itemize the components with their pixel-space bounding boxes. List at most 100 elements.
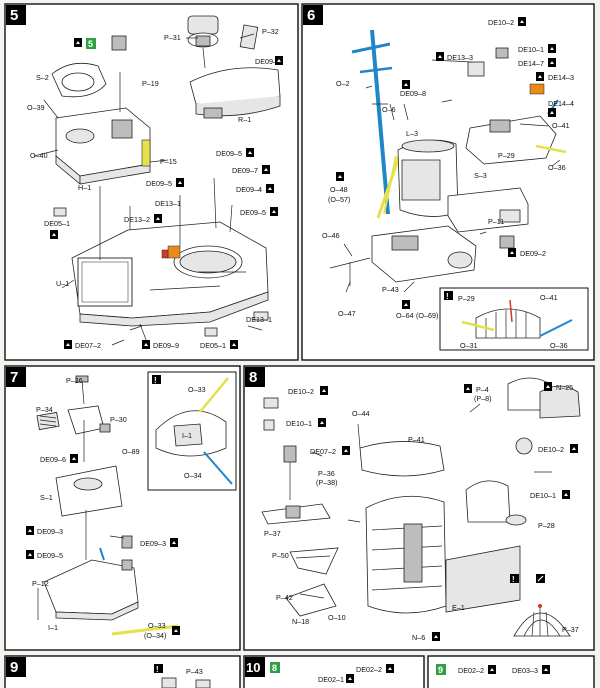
- label-s2: S–2: [36, 73, 49, 82]
- label-o47: O–47: [338, 309, 356, 318]
- label-l3: L–3: [406, 129, 418, 138]
- label-de093: DE09–3: [37, 527, 63, 536]
- label-o48: O–48: [330, 185, 348, 194]
- boat-part: [261, 397, 361, 617]
- step-9-panel: 9 ! P–43: [4, 655, 241, 688]
- label-p38: (P–38): [316, 478, 338, 487]
- label-de102: DE10–2: [288, 387, 314, 396]
- inset-detail: ! O–33 I–1 O–34: [147, 371, 237, 491]
- house-part: [447, 187, 529, 233]
- label-p4: P–4: [476, 385, 489, 394]
- sub-step-badge: 9: [438, 665, 443, 675]
- label-p30: P–30: [110, 415, 127, 424]
- label-de132: DE13–2: [124, 215, 150, 224]
- label-n6: N–6: [412, 633, 425, 642]
- label-o2: O–2: [336, 79, 350, 88]
- label-de133: DE13–3: [447, 53, 473, 62]
- base-part: [329, 225, 515, 286]
- label-h1: H–1: [78, 183, 91, 192]
- label-i1: I–1: [182, 431, 192, 440]
- step-number: 8: [249, 369, 257, 386]
- small-part: [204, 327, 218, 337]
- label-o31: O–31: [460, 341, 478, 350]
- label-p41: P–41: [408, 435, 425, 444]
- step-11-panel: 9 DE02–2 DE03–3: [427, 655, 595, 688]
- exclamation-icon: !: [446, 292, 449, 301]
- funnel-part: [359, 441, 521, 614]
- step-6-panel: 6: [301, 3, 595, 361]
- label-o41: O–41: [540, 293, 558, 302]
- deck-box-part: [55, 35, 151, 185]
- label-de096: DE09–6: [255, 57, 281, 66]
- label-p29: P–29: [498, 151, 515, 160]
- label-de143: DE14–3: [548, 73, 574, 82]
- label-o64: O–64: [396, 311, 414, 320]
- step-7-panel: 7 P–26 P–34 P–30 DE09–6 O–89 S–1: [4, 365, 241, 651]
- label-p37: P–37: [264, 529, 281, 538]
- deck-part: [37, 465, 179, 636]
- ring-part: [51, 62, 107, 98]
- inset-detail: ! P–29 O–41 O–31 O–36: [439, 287, 589, 351]
- label-p31: P–31: [164, 33, 181, 42]
- small-part: [53, 207, 67, 217]
- label-s3: S–3: [474, 171, 487, 180]
- label-de131: DE13–1: [246, 315, 272, 324]
- label-p42: P–42: [276, 593, 293, 602]
- svg-text:5: 5: [88, 39, 93, 49]
- step-number: 7: [10, 369, 18, 386]
- platform-part: [189, 67, 281, 119]
- label-o36: O–36: [548, 163, 566, 172]
- label-de072: DE07–2: [310, 447, 336, 456]
- plate-part: [239, 24, 259, 50]
- label-o46: O–46: [322, 231, 340, 240]
- label-de095: DE09–5: [37, 551, 63, 560]
- label-p50: P–50: [272, 551, 289, 560]
- turret-part: [187, 15, 219, 69]
- label-de097: DE09–7: [232, 166, 258, 175]
- step-number: 10: [246, 660, 260, 675]
- label-n18: N–18: [292, 617, 309, 626]
- radar-part: [467, 47, 509, 77]
- step-number-badge: [6, 5, 26, 25]
- label-de095: DE09–5: [216, 149, 242, 158]
- exclamation-icon: !: [512, 575, 515, 584]
- label-de092: DE09–2: [520, 249, 546, 258]
- label-de096: DE09–6: [40, 455, 66, 464]
- label-de093: DE09–3: [140, 539, 166, 548]
- label-o89: O–89: [122, 447, 140, 456]
- label-p43: P–43: [186, 667, 203, 676]
- exclamation-icon: !: [154, 376, 157, 385]
- sub-step-badge: 5: [74, 38, 96, 49]
- label-o69: (O–69): [416, 311, 438, 320]
- label-o36: O–36: [550, 341, 568, 350]
- step-number: 6: [307, 7, 315, 24]
- label-de051: DE05–1: [200, 341, 226, 350]
- label-p15: P–15: [160, 157, 177, 166]
- label-u1: U–1: [56, 279, 69, 288]
- exclamation-icon: !: [156, 665, 159, 674]
- label-p19: P–19: [142, 79, 159, 88]
- label-p11: P–11: [488, 217, 504, 226]
- label-de147: DE14–7: [518, 59, 544, 68]
- step-10-panel: 10 8 DE02–2 DE02–1: [243, 655, 425, 688]
- tower-part: [397, 139, 459, 217]
- gun-mount-part: [36, 375, 111, 435]
- label-de102: DE10–2: [488, 18, 514, 27]
- label-p8: (P–8): [474, 394, 492, 403]
- label-de144: DE14–4: [548, 99, 574, 108]
- label-de102: DE10–2: [538, 445, 564, 454]
- step-number-badge: [303, 5, 323, 25]
- label-p34: P–34: [36, 405, 53, 414]
- label-de072: DE07–2: [75, 341, 101, 350]
- label-p12: P–12: [32, 579, 49, 588]
- label-p26: P–26: [66, 376, 83, 385]
- sub-step-badge: 8: [272, 663, 277, 673]
- label-de022: DE02–2: [458, 666, 484, 675]
- label-e1: E–1: [452, 603, 465, 612]
- label-p28: P–28: [538, 521, 555, 530]
- label-de051: DE05–1: [44, 219, 70, 228]
- inset-detail: ! P–37: [510, 574, 579, 637]
- label-o40: O–40: [30, 151, 48, 160]
- label-de033: DE03–3: [512, 666, 538, 675]
- label-o39: O–39: [27, 103, 45, 112]
